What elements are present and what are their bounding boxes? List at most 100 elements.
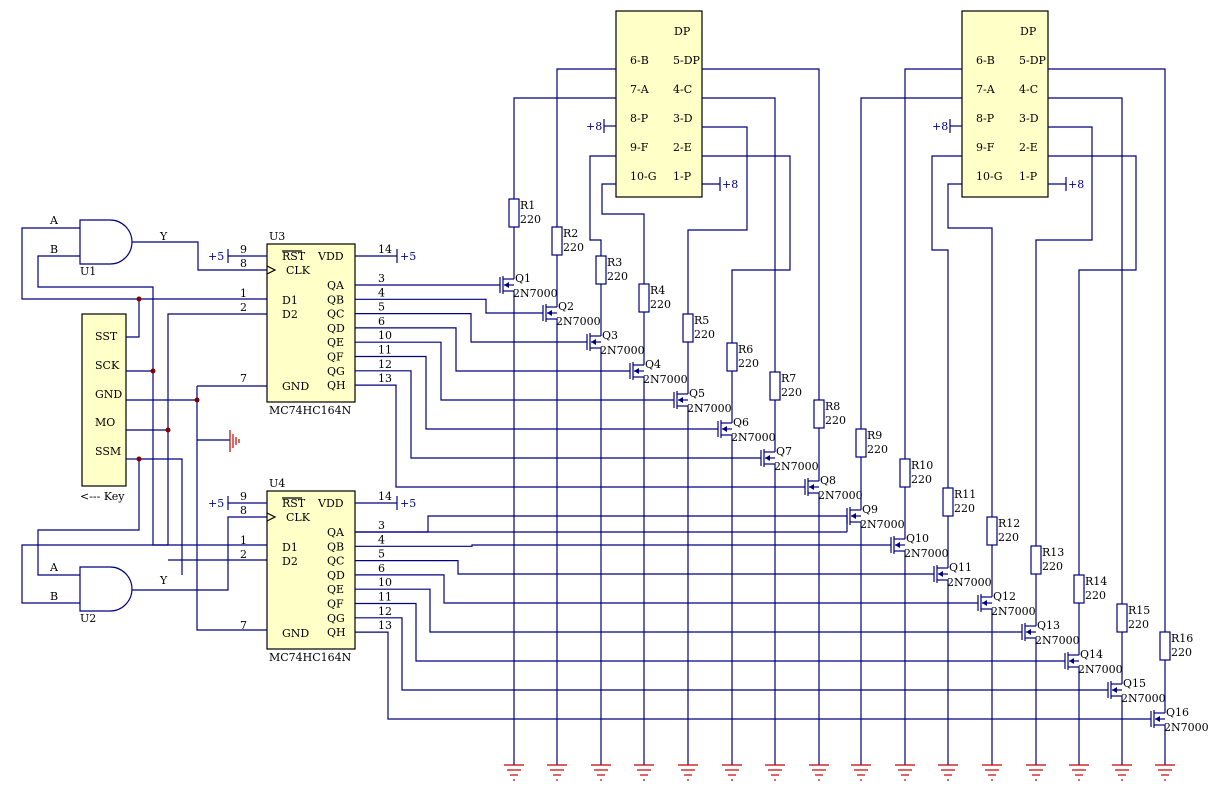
resistor-value: 220 xyxy=(694,328,715,341)
pin-num: 3 xyxy=(378,272,385,285)
shift-register-u3: U3MC74HC164NRSTCLKVDDD1D2GND+59812714+5Q… xyxy=(208,230,416,417)
key-pin-sck: SCK xyxy=(95,359,120,372)
resistor-name: R1 xyxy=(520,199,535,212)
transistor-name: Q8 xyxy=(820,474,836,487)
pin-num: 10 xyxy=(378,576,392,589)
ground-symbol xyxy=(1155,764,1175,781)
pin-num: 2 xyxy=(240,301,247,314)
ground-symbol xyxy=(634,764,654,781)
resistor-name: R14 xyxy=(1085,575,1107,588)
display-pin-left: 10-G xyxy=(976,170,1003,183)
pin-num: 5 xyxy=(378,301,385,314)
output-label: QH xyxy=(327,626,346,639)
ground-symbol xyxy=(938,764,958,781)
pin-num: 8 xyxy=(240,504,247,517)
display-pin-right: 1-P xyxy=(1019,170,1038,183)
key-wires xyxy=(126,299,267,631)
resistor-name: R3 xyxy=(607,256,622,269)
resistor-name: R5 xyxy=(694,314,709,327)
display-pin-left: 8-P xyxy=(630,112,649,125)
resistor-name: R15 xyxy=(1128,604,1150,617)
pin-num: 7 xyxy=(240,619,247,632)
display-pin-right: 5-DP xyxy=(1019,54,1047,67)
display-pin-left: 9-F xyxy=(976,141,995,154)
pin-num: 5 xyxy=(378,548,385,561)
gate-u2: A B Y U2 xyxy=(49,561,168,625)
pin-gnd-label: GND xyxy=(282,380,309,393)
resistor-name: R8 xyxy=(825,400,840,413)
pin-num: 6 xyxy=(378,562,385,575)
ground-symbol xyxy=(547,764,567,781)
resistor-value: 220 xyxy=(998,531,1019,544)
resistor-value: 220 xyxy=(1085,589,1106,602)
output-label: QC xyxy=(327,555,344,568)
pin-rst-label: RST xyxy=(282,497,306,510)
supply-label: +5 xyxy=(400,250,416,263)
gate-u1-out: Y xyxy=(159,230,168,243)
transistor-name: Q5 xyxy=(689,387,705,400)
transistor-part: 2N7000 xyxy=(904,547,949,560)
ground-symbol xyxy=(982,764,1002,781)
pin-num: 2 xyxy=(240,548,247,561)
ground-symbol xyxy=(229,430,240,452)
display-pin-right: 5-DP xyxy=(673,54,701,67)
supply-label: +5 xyxy=(208,497,224,510)
display-pin-left: 6-B xyxy=(976,54,995,67)
output-label: QA xyxy=(327,526,345,539)
pin-gnd-label: GND xyxy=(282,627,309,640)
pin-num: 1 xyxy=(240,287,247,300)
resistor-value: 220 xyxy=(911,473,932,486)
resistor-value: 220 xyxy=(650,298,671,311)
transistor-name: Q13 xyxy=(1037,619,1060,632)
ground-symbol xyxy=(504,764,524,781)
pin-vdd-label: VDD xyxy=(317,497,344,510)
gate-u2-in-a: A xyxy=(49,561,59,574)
pin-vdd-label: VDD xyxy=(317,250,344,263)
chip-part: MC74HC164N xyxy=(269,651,352,664)
output-label: QD xyxy=(327,322,345,335)
key-connector: SST SCK GND MO SSM <--- Key xyxy=(80,313,127,503)
chip-name: U4 xyxy=(269,477,285,490)
dynamic-layer: U3MC74HC164NRSTCLKVDDD1D2GND+59812714+5Q… xyxy=(208,10,1209,781)
supply-label: +8 xyxy=(722,178,738,191)
pin-num: 10 xyxy=(378,329,392,342)
junction-dots xyxy=(136,296,200,462)
resistor-value: 220 xyxy=(520,213,541,226)
gate-u1: A B Y U1 xyxy=(49,214,168,278)
pin-num: 11 xyxy=(378,591,392,604)
pin-num: 13 xyxy=(378,372,392,385)
gate-u2-name: U2 xyxy=(80,612,96,625)
resistor-value: 220 xyxy=(825,414,846,427)
resistor-name: R16 xyxy=(1171,632,1193,645)
output-label: QA xyxy=(327,279,345,292)
resistor-name: R10 xyxy=(911,459,933,472)
extra-wires xyxy=(355,515,847,533)
key-pin-mo: MO xyxy=(95,416,115,429)
pin-rst-label: RST xyxy=(282,250,306,263)
transistor-part: 2N7000 xyxy=(1121,692,1166,705)
key-pin-sst: SST xyxy=(95,330,118,343)
pin-num: 14 xyxy=(378,490,392,503)
transistor-name: Q15 xyxy=(1123,677,1146,690)
transistor-part: 2N7000 xyxy=(687,402,732,415)
pin-d1-label: D1 xyxy=(282,294,298,307)
display-pin-right: 4-C xyxy=(1019,83,1038,96)
gate-u1-name: U1 xyxy=(80,265,96,278)
transistor-part: 2N7000 xyxy=(556,315,601,328)
shift-register-u4: U4MC74HC164NRSTCLKVDDD1D2GND+59812714+5Q… xyxy=(208,477,416,664)
gate-u1-in-a: A xyxy=(49,214,59,227)
ground-symbol xyxy=(722,764,742,781)
pin-num: 3 xyxy=(378,519,385,532)
pin-num: 9 xyxy=(240,243,247,256)
